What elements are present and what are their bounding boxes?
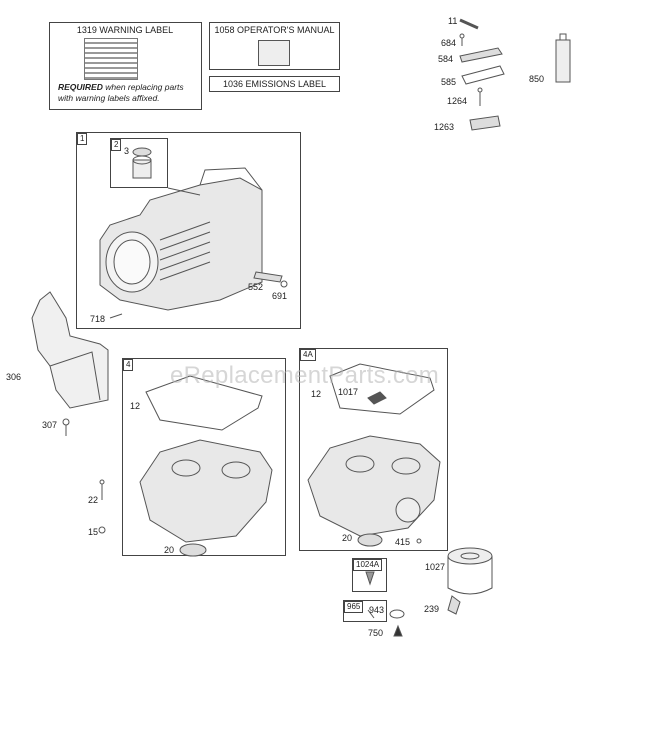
blower-housing-306 xyxy=(31,291,109,409)
group-1-frame xyxy=(76,132,301,329)
oil-pump-gear xyxy=(395,497,421,523)
group-4a-tag: 4A xyxy=(300,349,316,361)
warning-label-image xyxy=(84,38,138,80)
callout-684: 684 xyxy=(441,38,457,48)
screw-307 xyxy=(62,418,70,436)
fitting-239 xyxy=(447,595,461,615)
warning-label-box xyxy=(49,22,202,110)
part-585 xyxy=(461,65,505,85)
part-1017 xyxy=(367,391,387,405)
oil-filter-1027 xyxy=(447,547,493,595)
callout-3: 3 xyxy=(124,146,130,156)
callout-12-a: 12 xyxy=(130,401,141,411)
cylinder-block xyxy=(99,167,263,311)
pin-718 xyxy=(109,313,123,319)
part-943 xyxy=(389,609,405,619)
pin-552 xyxy=(253,271,283,283)
callout-1027: 1027 xyxy=(425,562,446,572)
group-2-tag: 2 xyxy=(111,139,122,151)
callout-415: 415 xyxy=(395,537,411,547)
group-1024a-frame xyxy=(352,558,387,592)
part-965 xyxy=(367,609,375,619)
sealant-850 xyxy=(555,39,571,83)
group-1024a-tag: 1024A xyxy=(353,559,383,571)
callout-20-a: 20 xyxy=(164,545,175,555)
watermark: eReplacementParts.com xyxy=(170,362,440,389)
required-note-line2: with warning labels affixed. xyxy=(58,93,160,103)
callout-22: 22 xyxy=(88,495,99,505)
required-note-rest: when replacing parts xyxy=(102,82,184,92)
emissions-label-title: 1036 EMISSIONS LABEL xyxy=(222,79,327,89)
callout-307: 307 xyxy=(42,420,58,430)
group-2-frame xyxy=(110,138,168,188)
callout-552: 552 xyxy=(248,282,264,292)
seal-20-a xyxy=(179,543,207,557)
callout-1264: 1264 xyxy=(447,96,468,106)
group-1-tag: 1 xyxy=(77,133,88,145)
warning-label-title: 1319 WARNING LABEL xyxy=(76,25,174,35)
callout-1017: 1017 xyxy=(338,387,359,397)
group-965-tag: 965 xyxy=(344,601,364,613)
seal-20-b xyxy=(357,533,383,547)
emissions-label-box xyxy=(209,76,340,92)
manual-book-icon xyxy=(258,40,290,66)
gasket-12-b xyxy=(329,363,435,415)
required-note: REQUIRED when replacing parts with warni… xyxy=(58,82,198,104)
tube-11 xyxy=(459,18,479,30)
callout-750: 750 xyxy=(368,628,384,638)
group-4-tag: 4 xyxy=(123,359,134,371)
part-584 xyxy=(459,47,503,63)
callout-943: 943 xyxy=(369,605,385,615)
callout-585: 585 xyxy=(441,77,457,87)
gasket-12-a xyxy=(145,375,263,431)
callout-12-b: 12 xyxy=(311,389,322,399)
part-750 xyxy=(393,624,403,637)
piston-part xyxy=(132,147,152,179)
callout-15: 15 xyxy=(88,527,99,537)
callout-20-b: 20 xyxy=(342,533,353,543)
callout-1263: 1263 xyxy=(434,122,455,132)
group-965-frame xyxy=(343,600,387,622)
operators-manual-title: 1058 OPERATOR'S MANUAL xyxy=(214,25,335,35)
part-1024a xyxy=(365,571,375,586)
group-4-frame xyxy=(122,358,286,556)
group-4a-frame xyxy=(299,348,448,551)
callout-11: 11 xyxy=(448,16,458,26)
plug-15 xyxy=(98,526,106,534)
operators-manual-box xyxy=(209,22,340,70)
clip-691 xyxy=(280,280,288,288)
callout-584: 584 xyxy=(438,54,454,64)
callout-850: 850 xyxy=(529,74,545,84)
callout-306: 306 xyxy=(6,372,22,382)
callout-718: 718 xyxy=(90,314,106,324)
sump-4 xyxy=(139,439,273,543)
required-note-bold: REQUIRED xyxy=(58,82,103,92)
part-1263 xyxy=(469,115,501,131)
sump-4a xyxy=(307,435,441,537)
callout-239: 239 xyxy=(424,604,440,614)
callout-691: 691 xyxy=(272,291,288,301)
